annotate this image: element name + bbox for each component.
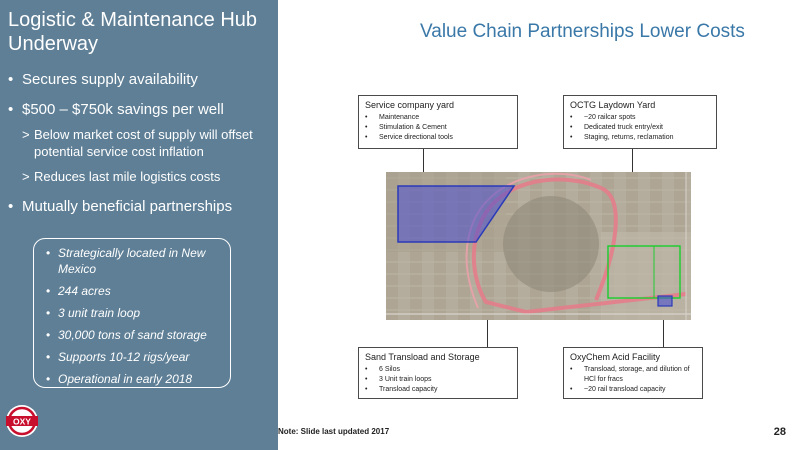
- callout-item-text: ~20 rail transload capacity: [584, 386, 666, 393]
- callout-item-text: ~20 railcar spots: [584, 114, 636, 121]
- callout-item: •Transload, storage, and dilution of HCl…: [570, 365, 696, 385]
- sub-bullet-text: Below market cost of supply will offset …: [34, 127, 253, 159]
- highlight-item: • 244 acres: [46, 283, 222, 299]
- oxy-logo: OXY: [6, 405, 38, 437]
- bullet-dot: •: [46, 284, 51, 298]
- bullet-dot: •: [8, 198, 14, 215]
- highlight-box: • Strategically located in New Mexico • …: [33, 238, 231, 388]
- bullet-dot: •: [46, 372, 51, 386]
- bullet-item: • Secures supply availability: [8, 70, 276, 90]
- bullet-dot: •: [8, 71, 14, 88]
- callout-item: •~20 rail transload capacity: [570, 386, 666, 393]
- left-panel: Logistic & Maintenance Hub Underway • Se…: [0, 0, 278, 450]
- highlight-item: • Supports 10-12 rigs/year: [46, 349, 222, 365]
- callout-item: •Service directional tools: [365, 134, 453, 141]
- bullet-text: $500 – $750k savings per well: [22, 101, 224, 118]
- callout-item: •Transload capacity: [365, 386, 438, 393]
- bullet-item: • Mutually beneficial partnerships: [8, 197, 276, 217]
- callout-item-text: Maintenance: [379, 114, 420, 121]
- callout-item: •Dedicated truck entry/exit: [570, 124, 663, 131]
- sub-bullet-text: Reduces last mile logistics costs: [34, 169, 221, 184]
- sub-bullet-item: > Reduces last mile logistics costs: [22, 168, 276, 185]
- aerial-map: [386, 172, 691, 320]
- callout-item-text: Dedicated truck entry/exit: [584, 124, 663, 131]
- bullet-dot: •: [46, 246, 51, 260]
- connector-line: [423, 149, 424, 189]
- bullet-text: Secures supply availability: [22, 71, 198, 88]
- bullet-dot: •: [8, 101, 14, 118]
- bullet-dot: •: [46, 350, 51, 364]
- bullet-dot: •: [46, 306, 51, 320]
- callout-item: •~20 railcar spots: [570, 114, 636, 121]
- callout-service-yard: Service company yard •Maintenance •Stimu…: [358, 95, 518, 149]
- sub-bullet-marker: >: [22, 127, 30, 142]
- callout-item: •3 Unit train loops: [365, 376, 432, 383]
- callout-title: Service company yard: [365, 100, 455, 110]
- highlight-text: 244 acres: [58, 284, 111, 298]
- callout-item: •Stimulation & Cement: [365, 124, 447, 131]
- callout-item-text: Staging, returns, reclamation: [584, 134, 674, 141]
- sub-bullet-marker: >: [22, 169, 30, 184]
- oxychem-area: [657, 295, 673, 307]
- octg-yard-area: [607, 245, 681, 299]
- callout-item-text: Service directional tools: [379, 134, 453, 141]
- connector-line: [663, 303, 664, 347]
- highlight-text: Supports 10-12 rigs/year: [58, 350, 190, 364]
- page-number: 28: [773, 426, 786, 438]
- callout-item: •Staging, returns, reclamation: [570, 134, 674, 141]
- panel-title: Logistic & Maintenance Hub Underway: [8, 9, 258, 55]
- highlight-item: • 30,000 tons of sand storage: [46, 327, 222, 343]
- bullet-text: Mutually beneficial partnerships: [22, 198, 233, 215]
- bullet-dot: •: [46, 328, 51, 342]
- highlight-text: 3 unit train loop: [58, 306, 141, 320]
- callout-item-text: 3 Unit train loops: [379, 376, 432, 383]
- sub-bullet-item: > Below market cost of supply will offse…: [22, 126, 276, 160]
- callout-item-text: Transload capacity: [379, 386, 438, 393]
- bullet-item: • $500 – $750k savings per well: [8, 100, 276, 120]
- highlight-text: 30,000 tons of sand storage: [58, 328, 207, 342]
- callout-item-text: 6 Silos: [379, 366, 401, 373]
- callout-item-text: Transload, storage, and dilution of HCl …: [584, 366, 690, 383]
- callout-sand-transload: Sand Transload and Storage •6 Silos •3 U…: [358, 347, 518, 399]
- service-yard-area: [397, 185, 516, 243]
- callout-title: OxyChem Acid Facility: [570, 352, 661, 362]
- callout-title: OCTG Laydown Yard: [570, 100, 656, 110]
- callout-item-text: Stimulation & Cement: [379, 124, 447, 131]
- highlight-text: Operational in early 2018: [58, 372, 193, 386]
- callout-octg-yard: OCTG Laydown Yard •~20 railcar spots •De…: [563, 95, 717, 149]
- highlight-text: Strategically located in New Mexico: [58, 246, 206, 276]
- highlight-item: • Operational in early 2018: [46, 371, 222, 387]
- highlight-item: • Strategically located in New Mexico: [46, 245, 222, 277]
- logo-text: OXY: [13, 417, 31, 427]
- footnote: Note: Slide last updated 2017: [278, 427, 390, 436]
- callout-item: •6 Silos: [365, 366, 401, 373]
- slide-title: Value Chain Partnerships Lower Costs: [420, 21, 745, 42]
- callout-item: •Maintenance: [365, 114, 420, 121]
- bullet-list: • Secures supply availability • $500 – $…: [8, 70, 276, 227]
- highlight-item: • 3 unit train loop: [46, 305, 222, 321]
- callout-title: Sand Transload and Storage: [365, 352, 480, 362]
- callout-oxychem: OxyChem Acid Facility •Transload, storag…: [563, 347, 703, 399]
